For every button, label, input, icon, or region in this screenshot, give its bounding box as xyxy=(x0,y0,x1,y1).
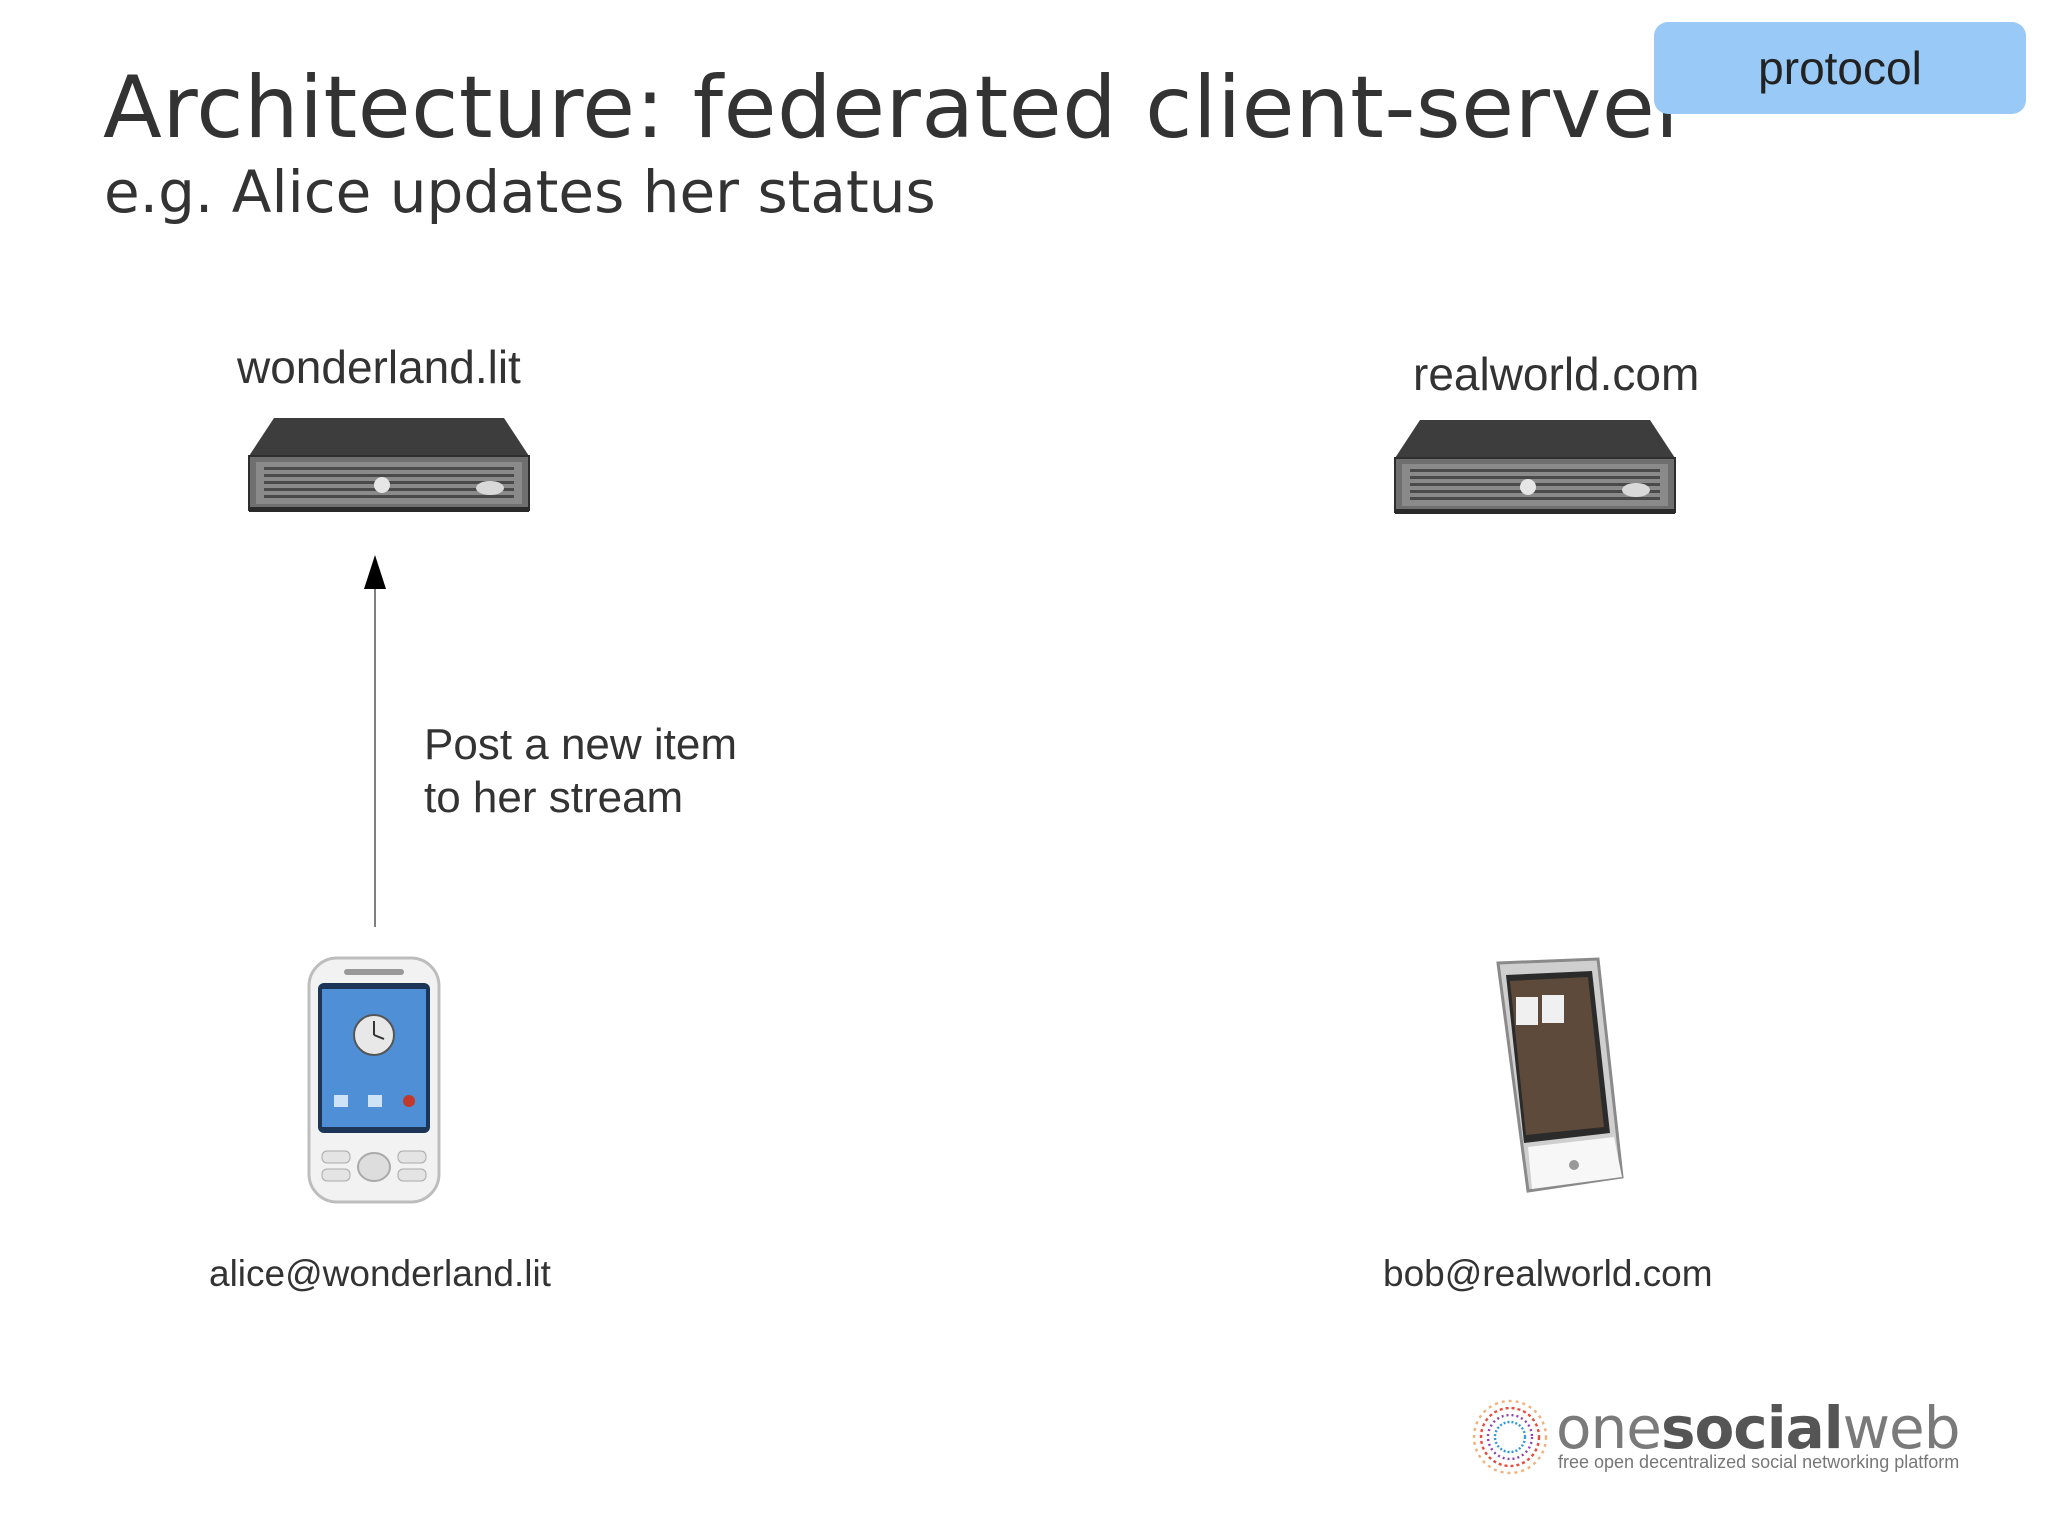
smartphone-icon xyxy=(1496,957,1624,1193)
onesocialweb-logo-icon xyxy=(1472,1399,1548,1475)
rack-server-icon xyxy=(1394,420,1676,514)
logo-tagline: free open decentralized social networkin… xyxy=(1558,1452,1960,1472)
message-label: Post a new item to her stream xyxy=(424,718,737,824)
message-line-2: to her stream xyxy=(424,773,684,822)
protocol-badge: protocol xyxy=(1654,22,2026,114)
logo-wordmark: onesocialweb xyxy=(1556,1394,1961,1462)
server-label-wonderland: wonderland.lit xyxy=(237,341,521,393)
slide-title: Architecture: federated client-server xyxy=(103,58,1692,158)
message-line-1: Post a new item xyxy=(424,720,738,769)
upward-arrow xyxy=(364,555,386,927)
smartphone-icon xyxy=(307,956,441,1204)
user-label-alice: alice@wonderland.lit xyxy=(209,1253,551,1294)
server-label-realworld: realworld.com xyxy=(1413,348,1700,400)
user-label-bob: bob@realworld.com xyxy=(1383,1253,1713,1294)
rack-server-icon xyxy=(248,418,530,512)
slide-subtitle: e.g. Alice updates her status xyxy=(104,158,936,226)
